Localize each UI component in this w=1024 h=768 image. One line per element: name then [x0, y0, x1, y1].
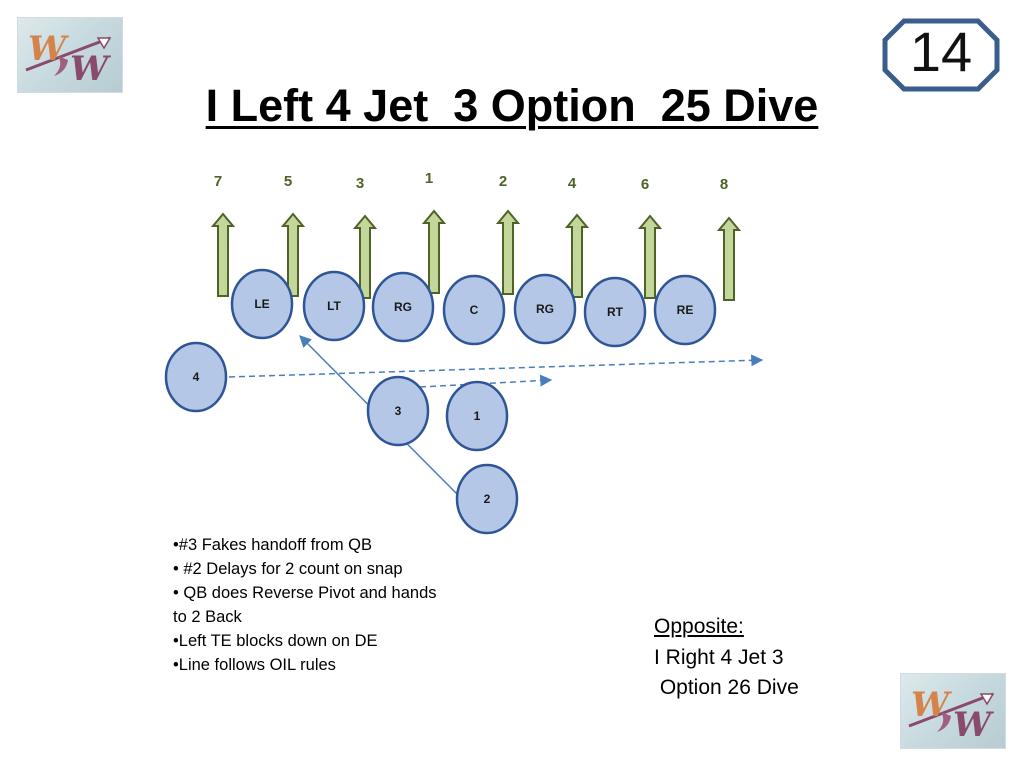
opposite-label: Opposite: — [654, 615, 744, 638]
player-label: LT — [327, 299, 341, 313]
hole-number: 6 — [641, 176, 649, 193]
slide-number-badge: 14 — [882, 18, 1000, 92]
octagon-icon — [882, 18, 1000, 92]
player-label: 4 — [193, 370, 200, 384]
hole-number: 3 — [356, 175, 364, 192]
logo-letter: W — [28, 29, 67, 69]
opposite-play: Opposite: I Right 4 Jet 3 Option 26 Dive — [654, 612, 799, 704]
lineman-le: LE — [230, 268, 294, 340]
back-3: 3 — [366, 375, 430, 447]
player-label: 3 — [395, 404, 402, 418]
hole-arrow-icon — [280, 212, 306, 297]
hole-number: 5 — [284, 173, 292, 190]
note-item: • #2 Delays for 2 count on snap — [173, 560, 403, 578]
opposite-line: Option 26 Dive — [654, 676, 799, 699]
back-4: 4 — [164, 341, 228, 413]
lineman-c: C — [442, 274, 506, 346]
logo-letter: W — [953, 705, 992, 745]
note-item: •#3 Fakes handoff from QB — [173, 536, 372, 554]
hole-number: 2 — [499, 173, 507, 190]
opposite-line: I Right 4 Jet 3 — [654, 645, 784, 669]
team-logo: W W — [900, 673, 1006, 749]
lineman-rt: RT — [583, 276, 647, 348]
player-label: RT — [607, 305, 624, 319]
hole-number: 4 — [568, 175, 577, 192]
player-label: RG — [394, 300, 412, 314]
slide-number: 14 — [909, 20, 973, 83]
note-item: •Left TE blocks down on DE — [173, 632, 378, 650]
logo-letter: W — [911, 685, 950, 725]
back-1: 1 — [445, 380, 509, 452]
player-label: RG — [536, 302, 554, 316]
team-logo: W W — [17, 17, 123, 93]
spear-icon — [908, 692, 995, 732]
lineman-rg: RG — [371, 271, 435, 343]
player-label: 1 — [474, 409, 481, 423]
jet-motion-route — [228, 354, 764, 378]
lineman-re: RE — [653, 274, 717, 346]
hole-arrow-icon — [564, 213, 590, 298]
note-item: •Line follows OIL rules — [173, 656, 336, 674]
logo-letter: W — [70, 49, 109, 89]
hole-arrow-icon — [495, 209, 521, 295]
hole-number: 8 — [720, 176, 728, 193]
hole-arrow-icon — [352, 214, 378, 299]
hole-arrow-icon — [210, 212, 236, 297]
player-label: LE — [254, 297, 269, 311]
note-item: • QB does Reverse Pivot and hands to 2 B… — [173, 584, 442, 626]
lineman-lt: LT — [302, 270, 366, 342]
hole-number: 7 — [214, 173, 222, 190]
back-2: 2 — [455, 463, 519, 535]
player-label: C — [470, 303, 479, 317]
player-label: 2 — [484, 492, 491, 506]
lineman-rg: RG — [513, 273, 577, 345]
spear-icon — [25, 36, 112, 76]
page-title: I Left 4 Jet 3 Option 25 Dive — [205, 80, 819, 131]
hole-arrow-icon — [637, 214, 663, 299]
player-label: RE — [677, 303, 694, 317]
hole-arrow-icon — [421, 209, 447, 294]
hole-number: 1 — [425, 170, 433, 187]
hole-arrow-icon — [716, 216, 742, 301]
coaching-notes: •#3 Fakes handoff from QB • #2 Delays fo… — [173, 533, 443, 677]
